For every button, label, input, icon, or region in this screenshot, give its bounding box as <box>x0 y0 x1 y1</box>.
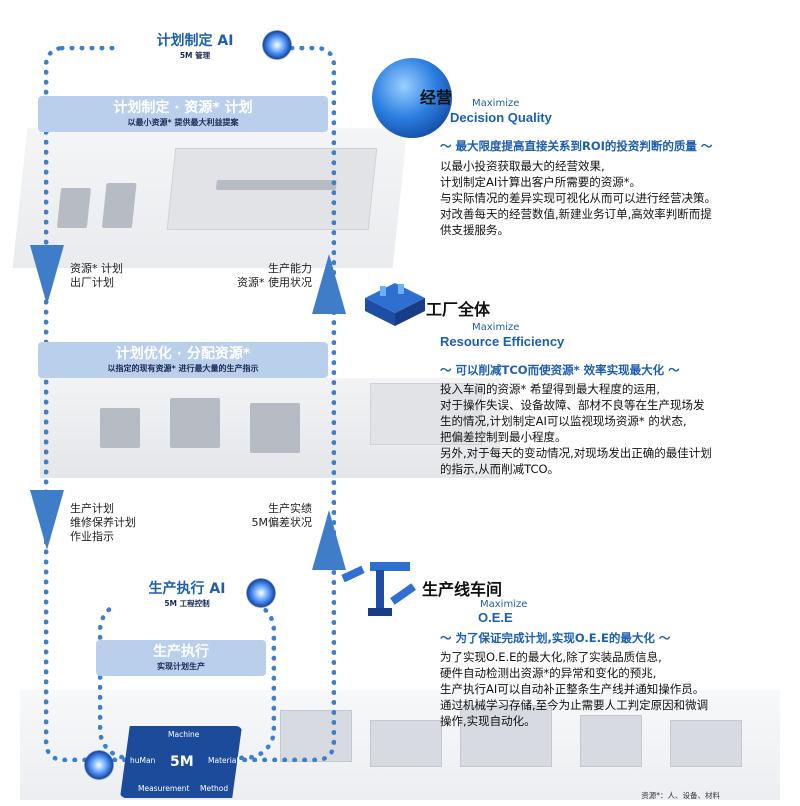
desc-management: 以最小投资获取最大的经营效果, 计划制定AI计算出客户所需要的资源*。 与实际情… <box>440 158 770 238</box>
flow-text: 资源* 使用状况 <box>237 276 312 289</box>
control-floor-illustration <box>40 378 500 478</box>
flow-label-resource-plan: 资源* 计划 出厂计划 <box>70 262 123 290</box>
fivem-measurement: Measurement <box>138 784 190 793</box>
machine <box>460 705 552 767</box>
optimization-panel-title: 计划优化 · 分配资源* <box>115 346 251 362</box>
fivem-method: Method <box>200 784 229 793</box>
flow-text: 生产计划 <box>70 502 114 515</box>
flow-text: 生产实绩 <box>268 502 312 515</box>
execution-panel: 生产执行 实现计划生产 <box>96 640 266 676</box>
execution-ai-title: 生产执行 AI <box>148 581 226 597</box>
robot-arm-icon <box>341 562 416 616</box>
metric-resource-efficiency: Resource Efficiency <box>440 334 565 349</box>
globe-icon <box>372 58 452 138</box>
flow-text: 出厂计划 <box>70 276 114 289</box>
section-title-line: 生产线车间 <box>422 580 503 599</box>
desc-line: 生的情况,计划制定AI可以监视现场资源* 的状态, <box>440 414 687 428</box>
execution-panel-subtitle: 实现计划生产 <box>157 662 205 671</box>
machine <box>580 715 642 767</box>
ai-glow-icon <box>262 30 292 60</box>
flow-label-capacity: 生产能力 资源* 使用状况 <box>232 262 312 290</box>
planning-panel-subtitle: 以最小资源* 提供最大利益提案 <box>127 118 239 127</box>
flow-text: 维修保养计划 <box>70 516 136 529</box>
desc-line: 的指示,从而削减TCO。 <box>440 462 560 476</box>
ai-glow-icon <box>84 750 114 780</box>
five-m-block: huMan Machine Material Measurement Metho… <box>120 726 242 798</box>
desc-line: 计划制定AI计算出客户所需要的资源*。 <box>440 175 642 189</box>
metric-decision-quality: Decision Quality <box>450 110 552 125</box>
production-line-illustration <box>20 690 780 800</box>
desk <box>250 403 300 453</box>
desk <box>170 398 220 448</box>
tagline-management: ～ 最大限度提高直接关系到ROI的投资判断的质量 ～ <box>440 139 713 153</box>
desk <box>100 408 140 448</box>
desc-line: 为了实现O.E.E的最大化,除了实装品质信息, <box>440 650 662 664</box>
fivem-machine: Machine <box>168 730 200 739</box>
machine <box>370 720 442 767</box>
section-title-factory: 工厂全体 <box>426 300 491 319</box>
section-title-management: 经营 <box>420 88 453 107</box>
fivem-center: 5M <box>170 754 194 770</box>
desc-factory: 投入车间的资源* 希望得到最大程度的运用, 对于操作失误、设备故障、部材不良等在… <box>440 381 780 477</box>
up-arrow-icon <box>312 510 346 570</box>
maximize-label: Maximize <box>480 599 528 610</box>
desc-line: 另外,对于每天的变动情况,对现场发出正确的最佳计划 <box>440 446 712 460</box>
fivem-human: huMan <box>130 756 156 765</box>
desc-line: 操作,实现自动化。 <box>440 714 536 728</box>
desc-line: 硬件自动检测出资源*的异常和变化的预兆, <box>440 666 657 680</box>
maximize-label: Maximize <box>472 98 520 109</box>
flow-text: 资源* 计划 <box>70 262 123 275</box>
fivem-material: Material <box>208 756 239 765</box>
flow-text: 作业指示 <box>70 530 114 543</box>
desc-line: 投入车间的资源* 希望得到最大程度的运用, <box>440 382 661 396</box>
desc-line: 以最小投资获取最大的经营效果, <box>440 159 605 173</box>
truck <box>670 720 742 767</box>
flow-label-production-plan: 生产计划 维修保养计划 作业指示 <box>70 502 136 544</box>
execution-ai-badge: 生产执行 AI 5M 工程控制 <box>112 578 262 614</box>
up-arrow-icon <box>312 254 346 314</box>
desc-line: 为了实现O.E.E的最大化,除了实装品质信息, 硬件自动检测出资源*的异常和变化… <box>440 649 780 729</box>
planning-ai-badge: 计划制定 AI 5M 管理 <box>115 30 275 66</box>
metric-oee: O.E.E <box>478 610 513 625</box>
desc-line: 通过机械学习存储,至今为止需要人工判定原因和微调 <box>440 698 709 712</box>
down-arrow-icon <box>30 245 64 305</box>
desc-line: 把偏差控制到最小程度。 <box>440 430 567 444</box>
desc-line: 生产执行AI可以自动补正整条生产线并通知操作员。 <box>440 682 705 696</box>
ai-glow-icon <box>246 578 276 608</box>
flow-text: 生产能力 <box>268 262 312 275</box>
desc-line: 对于操作失误、设备故障、部材不良等在生产现场发 <box>440 398 705 412</box>
control-room <box>370 383 482 445</box>
flow-text: 5M偏差状况 <box>251 516 313 529</box>
down-arrow-icon <box>30 490 64 550</box>
maximize-label: Maximize <box>472 322 520 333</box>
tagline-line: ～ 为了保证完成计划,实现O.E.E的最大化 ～ <box>440 631 671 645</box>
planning-panel-title: 计划制定 · 资源* 计划 <box>113 100 253 116</box>
flow-label-production-results: 生产实绩 5M偏差状况 <box>232 502 313 530</box>
planning-ai-title: 计划制定 AI <box>156 33 234 49</box>
desc-line: 与实际情况的差异实现可视化从而可以进行经营决策。 <box>440 191 716 205</box>
planning-ai-subtitle: 5M 管理 <box>179 51 211 60</box>
desc-line: 供支援服务。 <box>440 223 509 237</box>
desc-line: 对改善每天的经营数值,新建业务订单,高效率判断而提 <box>440 207 712 221</box>
planning-panel: 计划制定 · 资源* 计划 以最小资源* 提供最大利益提案 <box>38 96 328 132</box>
tagline-factory: ～ 可以削减TCO而使资源* 效率实现最大化 ～ <box>440 363 680 377</box>
optimization-panel-subtitle: 以指定的现有资源* 进行最大量的生产指示 <box>107 364 259 373</box>
optimization-panel: 计划优化 · 分配资源* 以指定的现有资源* 进行最大量的生产指示 <box>38 342 328 378</box>
footnote: 资源*：人、设备、材料 <box>641 791 720 800</box>
execution-panel-title: 生产执行 <box>153 644 209 660</box>
factory-icon <box>365 283 425 326</box>
execution-ai-subtitle: 5M 工程控制 <box>164 599 210 608</box>
